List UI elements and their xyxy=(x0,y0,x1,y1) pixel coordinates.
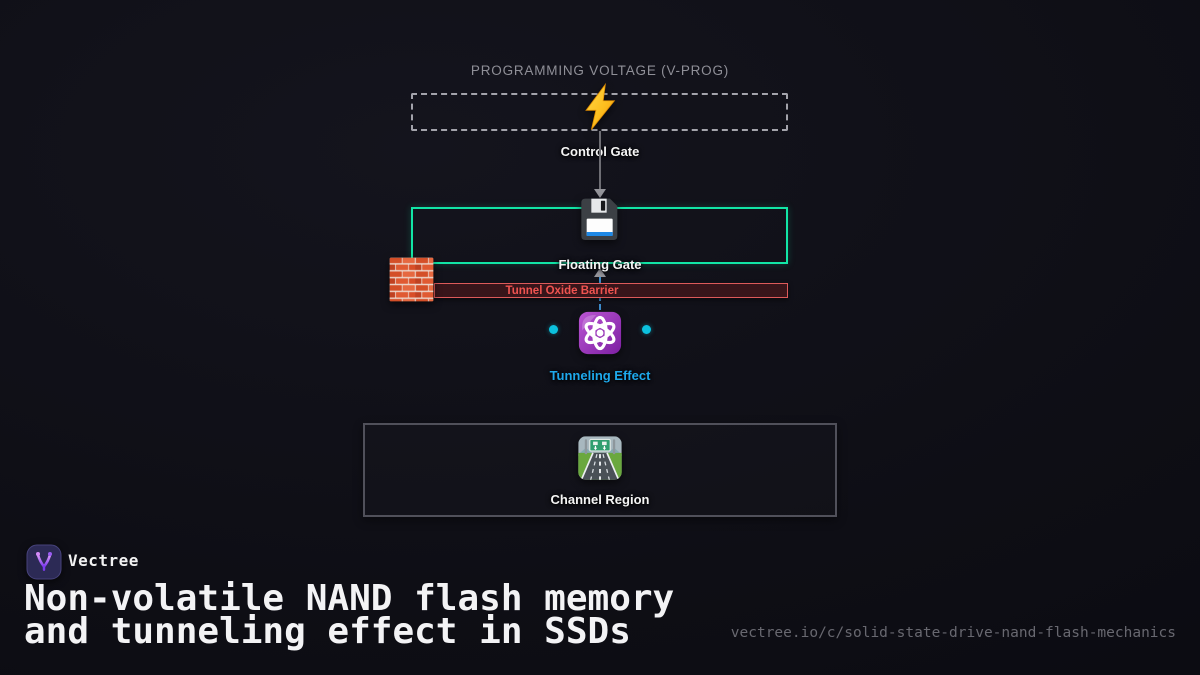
title-line-1: Non-volatile NAND flash memory xyxy=(24,578,675,619)
floating-gate-label: Floating Gate xyxy=(558,257,642,272)
tunneling-effect-label: Tunneling Effect xyxy=(549,368,651,383)
brick-wall-icon xyxy=(389,257,434,302)
motorway-icon xyxy=(577,435,623,481)
channel-region-label: Channel Region xyxy=(550,492,650,507)
channel-region-box xyxy=(363,423,837,517)
tunnel-oxide-barrier-label: Tunnel Oxide Barrier xyxy=(505,284,619,297)
title-line-2: and tunneling effect in SSDs xyxy=(24,611,631,652)
programming-voltage-label: PROGRAMMING VOLTAGE (V-PROG) xyxy=(470,63,730,78)
atom-icon xyxy=(577,310,623,356)
arrow-down-icon xyxy=(594,189,606,198)
tunnel-oxide-barrier-bar: Tunnel Oxide Barrier xyxy=(434,283,788,298)
source-url: vectree.io/c/solid-state-drive-nand-flas… xyxy=(730,625,1176,641)
high-voltage-icon xyxy=(576,83,624,131)
page-title: Non-volatile NAND flash memory and tunne… xyxy=(24,578,675,652)
connector-control-to-floating xyxy=(599,131,601,190)
brand-name: Vectree xyxy=(68,551,139,570)
arrow-up-icon xyxy=(594,268,606,277)
electron-dot-right xyxy=(642,325,651,334)
vectree-logo xyxy=(26,544,62,580)
floppy-disk-icon xyxy=(576,196,624,244)
electron-dot-left xyxy=(549,325,558,334)
